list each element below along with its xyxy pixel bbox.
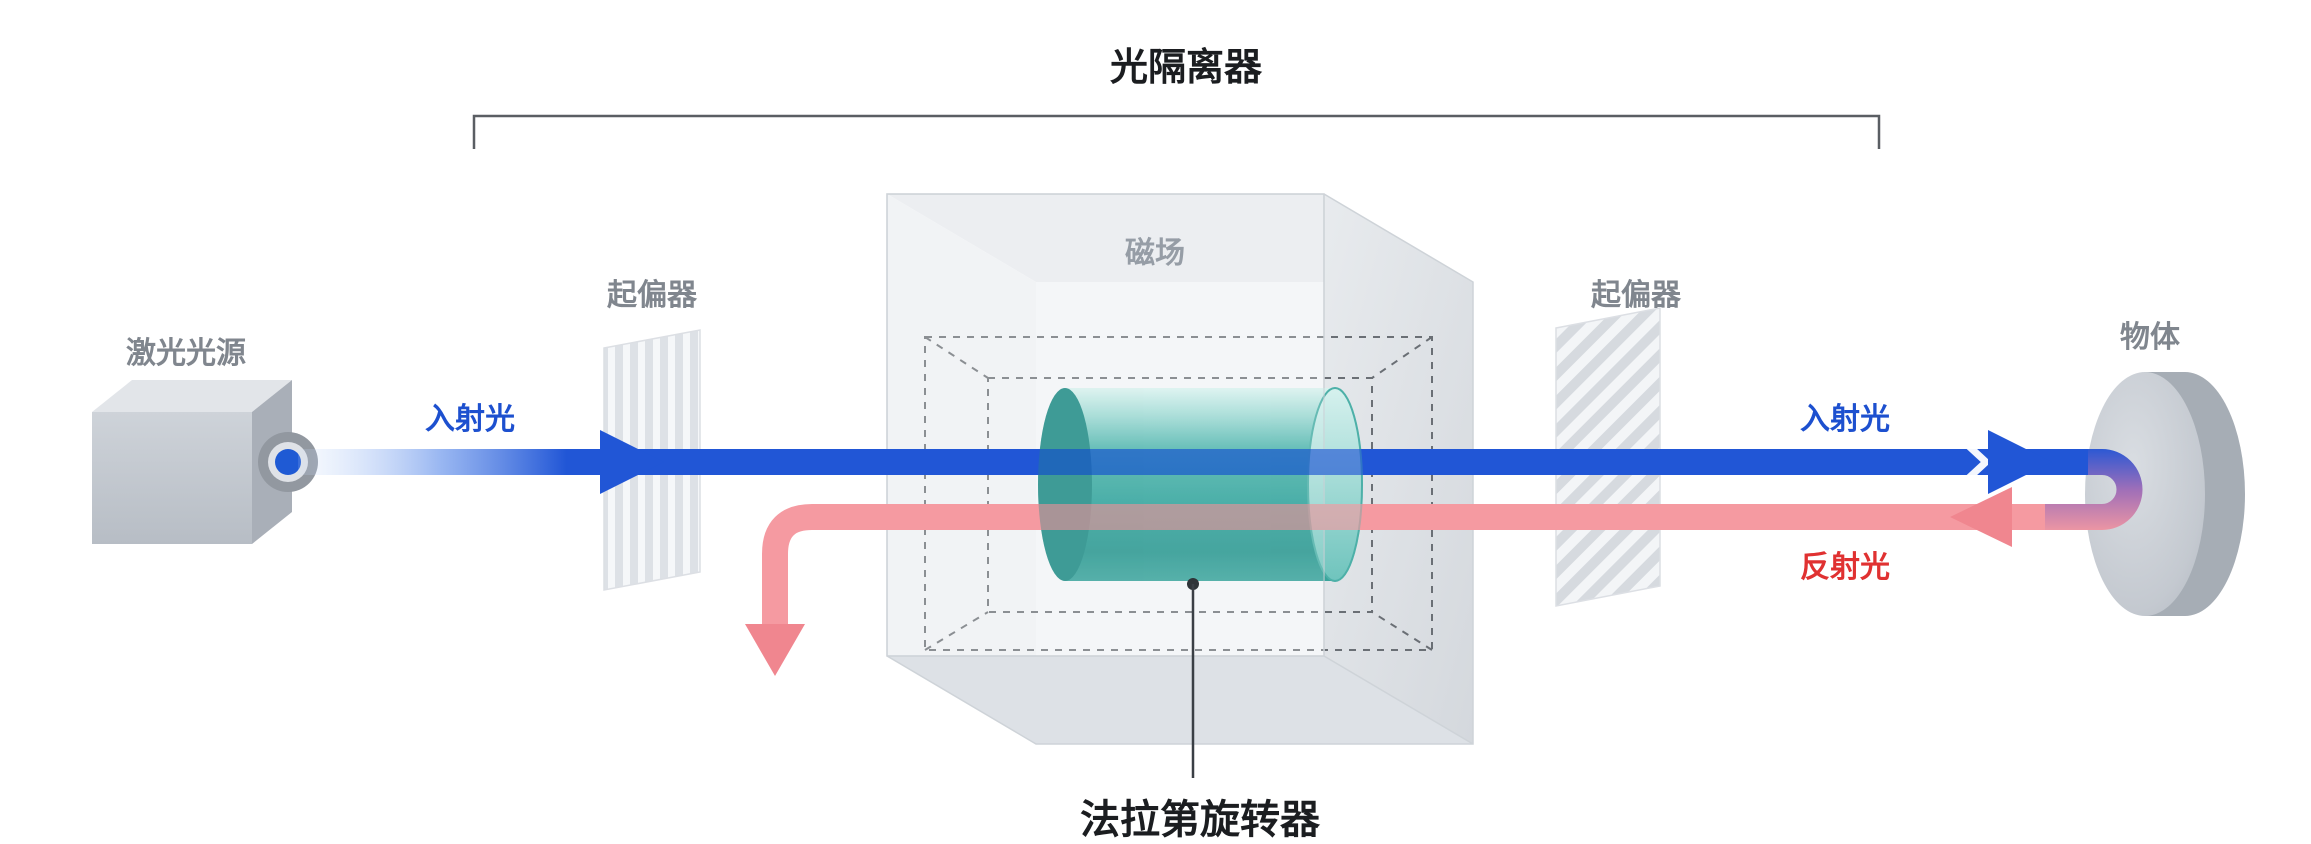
object-front-face bbox=[2085, 372, 2205, 616]
title-label: 光隔离器 bbox=[1110, 47, 1263, 89]
incident-arrowhead-left bbox=[600, 430, 664, 494]
incident-beam-chevron bbox=[1957, 435, 1992, 489]
reflected-label: 反射光 bbox=[1800, 551, 1890, 584]
object-label: 物体 bbox=[2120, 321, 2181, 354]
coil-corner-line bbox=[924, 611, 989, 651]
faraday-pointer bbox=[1187, 578, 1199, 778]
cylinder-glass-overlay bbox=[1037, 387, 1363, 582]
laser-label: 激光光源 bbox=[126, 337, 246, 370]
reflected-arrowhead-down bbox=[745, 624, 805, 676]
box-bottom-face bbox=[887, 656, 1473, 744]
laser-lens-aperture bbox=[275, 449, 301, 475]
coil-corner-line bbox=[1371, 611, 1433, 651]
faraday-rotator-label: 法拉第旋转器 bbox=[1080, 798, 1321, 842]
polarizer-right-label: 起偏器 bbox=[1591, 279, 1682, 312]
reflected-arrowhead-left bbox=[1950, 487, 2012, 547]
beam-uturn bbox=[2040, 449, 2143, 530]
laser-front-face bbox=[92, 412, 252, 544]
reflected-beam bbox=[745, 487, 2045, 676]
magnetic-field-label: 磁场 bbox=[1125, 236, 1185, 270]
laser-source bbox=[92, 380, 318, 544]
isolator-bracket bbox=[472, 114, 1881, 149]
laser-top-face bbox=[92, 380, 292, 412]
reflected-beam-line bbox=[762, 504, 2045, 628]
coil-corner-line bbox=[1371, 336, 1433, 379]
incident-right-label: 入射光 bbox=[1800, 403, 1890, 436]
coil-outer-rect bbox=[924, 336, 1433, 651]
target-object bbox=[2085, 372, 2245, 616]
coil-corner-line bbox=[924, 336, 989, 379]
coil-dashed-frame bbox=[924, 336, 1433, 651]
incident-left-label: 入射光 bbox=[425, 403, 515, 436]
incident-arrowhead-right bbox=[1988, 430, 2052, 494]
polarizer-left-label: 起偏器 bbox=[607, 279, 698, 312]
